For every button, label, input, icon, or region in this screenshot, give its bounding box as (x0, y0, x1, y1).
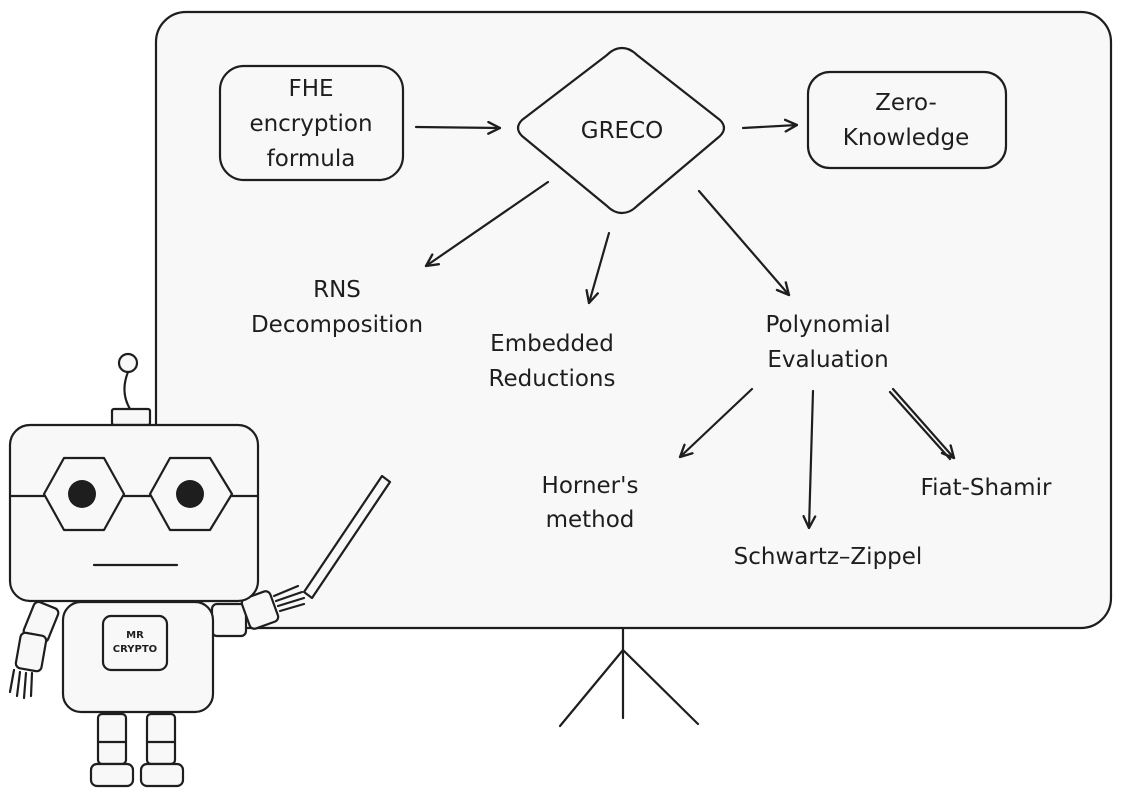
robot-left-arm (8, 600, 60, 700)
board-stand (558, 626, 700, 728)
arrow-fhe-greco (414, 120, 502, 135)
greco-label: GRECO (581, 118, 664, 144)
zk-line-1: Zero- (875, 90, 937, 116)
embedded-line-1: Embedded (490, 331, 614, 357)
horner-line-2: method (546, 507, 635, 533)
arrow-greco-rns (424, 180, 550, 268)
badge-line-1: MR (126, 630, 144, 641)
embedded-line-2: Reductions (489, 366, 616, 392)
arrow-greco-zk (741, 118, 799, 133)
robot-mascot: MR CRYPTO (8, 352, 392, 788)
robot-legs (89, 712, 185, 788)
arrow-poly-horner (678, 387, 754, 459)
arrow-greco-embedded (585, 231, 611, 305)
arrow-poly-fiat (891, 387, 956, 460)
pointer-stick-icon (302, 474, 392, 600)
embedded-node[interactable]: Embedded Reductions (489, 331, 616, 392)
whiteboard (154, 10, 1113, 630)
fhe-line-2: encryption (249, 111, 372, 137)
poly-line-1: Polynomial (765, 312, 890, 338)
rns-line-1: RNS (313, 277, 361, 303)
zk-line-2: Knowledge (843, 125, 969, 151)
antenna-icon (110, 352, 152, 427)
robot-head (8, 423, 260, 603)
robot-right-arm (210, 584, 306, 638)
poly-node[interactable]: Polynomial Evaluation (765, 312, 890, 373)
greco-node[interactable]: GRECO (516, 46, 726, 215)
badge-line-2: CRYPTO (113, 644, 157, 655)
arrow-greco-poly (697, 189, 791, 297)
rns-node[interactable]: RNS Decomposition (251, 277, 423, 338)
arrow-poly-schwartz (802, 389, 817, 530)
schwartz-node[interactable]: Schwartz–Zippel (734, 544, 923, 570)
zk-node[interactable]: Zero- Knowledge (806, 70, 1008, 170)
robot-body: MR CRYPTO (61, 600, 215, 714)
fhe-node[interactable]: FHE encryption formula (218, 64, 405, 182)
fiat-node[interactable]: Fiat-Shamir (921, 475, 1052, 501)
poly-line-2: Evaluation (767, 347, 888, 373)
fhe-line-3: formula (267, 146, 356, 172)
fhe-line-1: FHE (288, 76, 333, 102)
arrows (414, 118, 956, 530)
rns-line-2: Decomposition (251, 312, 423, 338)
horner-node[interactable]: Horner's method (542, 473, 639, 533)
horner-line-1: Horner's (542, 473, 639, 499)
